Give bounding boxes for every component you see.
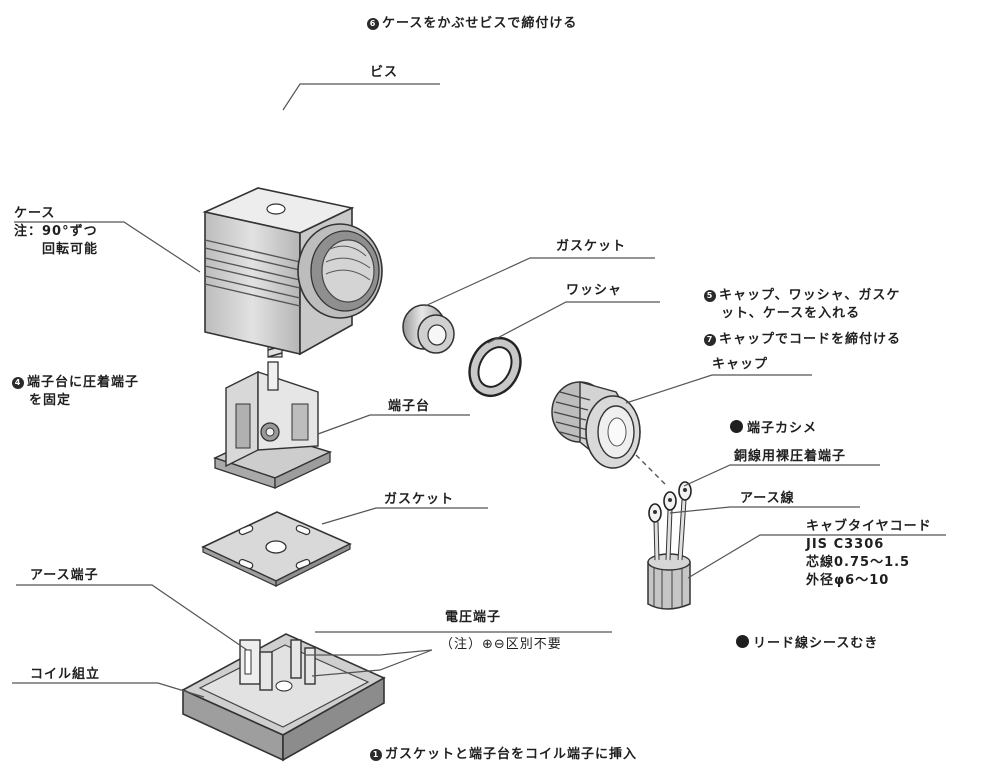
cap-part [551,381,641,469]
step-number-badge: 7 [704,334,716,346]
case-note-line1: 注：90°ずつ [14,224,98,239]
cabtire-standard: JIS C3306 [806,537,885,552]
crimp-step-text: 端子カシメ [747,421,818,436]
case-label: ケース 注：90°ずつ 回転可能 [14,205,98,259]
step-text-line1: キャップ、ワッシャ、ガスケ [719,288,901,303]
case-note-line2: 回転可能 [42,242,99,257]
sheath-strip-label: リード線シースむき [736,635,878,653]
step-number-badge: 1 [370,749,382,761]
screw-label: ビス [370,65,399,80]
bullet-icon [736,635,749,648]
copper-crimp-terminal-label: 銅線用裸圧着端子 [734,449,847,464]
cabtire-core: 芯線0.75〜1.5 [806,555,911,570]
leader-lines [12,83,946,698]
cabtire-diameter: 外径φ6〜10 [806,573,890,588]
washer-part [468,337,522,397]
terminal-block-part [212,361,333,490]
voltage-terminal-note: （注）⊕⊖区別不要 [440,637,562,652]
voltage-terminal-label: 電圧端子 [445,610,502,625]
cap-label: キャップ [712,357,769,372]
washer-label: ワッシャ [566,283,623,298]
cabtire-cord-label: キャブタイヤコード JIS C3306 芯線0.75〜1.5 外径φ6〜10 [806,518,932,590]
terminal-block-label: 端子台 [388,399,431,414]
cabtire-name: キャブタイヤコード [806,519,932,534]
coil-assembly-part [181,633,386,762]
earth-terminal-label: アース端子 [30,568,99,583]
step-text: ケースをかぶせビスで締付ける [382,16,578,31]
step-number-badge: 5 [704,290,716,302]
step-text-line1: 端子台に圧着端子 [27,375,140,390]
step-text: ガスケットと端子台をコイル端子に挿入 [385,747,638,762]
gasket-top-part [402,304,455,354]
step-text-line2: を固定 [29,393,72,408]
step-number-badge: 6 [367,18,379,30]
bullet-icon [730,420,743,433]
gasket-bottom-label: ガスケット [384,492,455,507]
sheath-strip-text: リード線シースむき [753,636,879,651]
gasket-top-label: ガスケット [556,239,627,254]
case-name: ケース [14,206,56,221]
earth-wire-label: アース線 [740,491,795,506]
step-text: キャップでコードを締付ける [719,332,902,347]
crimp-step-label: 端子カシメ [730,420,817,438]
coil-assembly-label: コイル組立 [30,667,101,682]
cabtire-cord-part [635,454,692,610]
gasket-bottom-part [201,511,352,587]
step-text-line2: ット、ケースを入れる [721,306,861,321]
step-number-badge: 4 [12,377,24,389]
case-part [202,187,383,356]
